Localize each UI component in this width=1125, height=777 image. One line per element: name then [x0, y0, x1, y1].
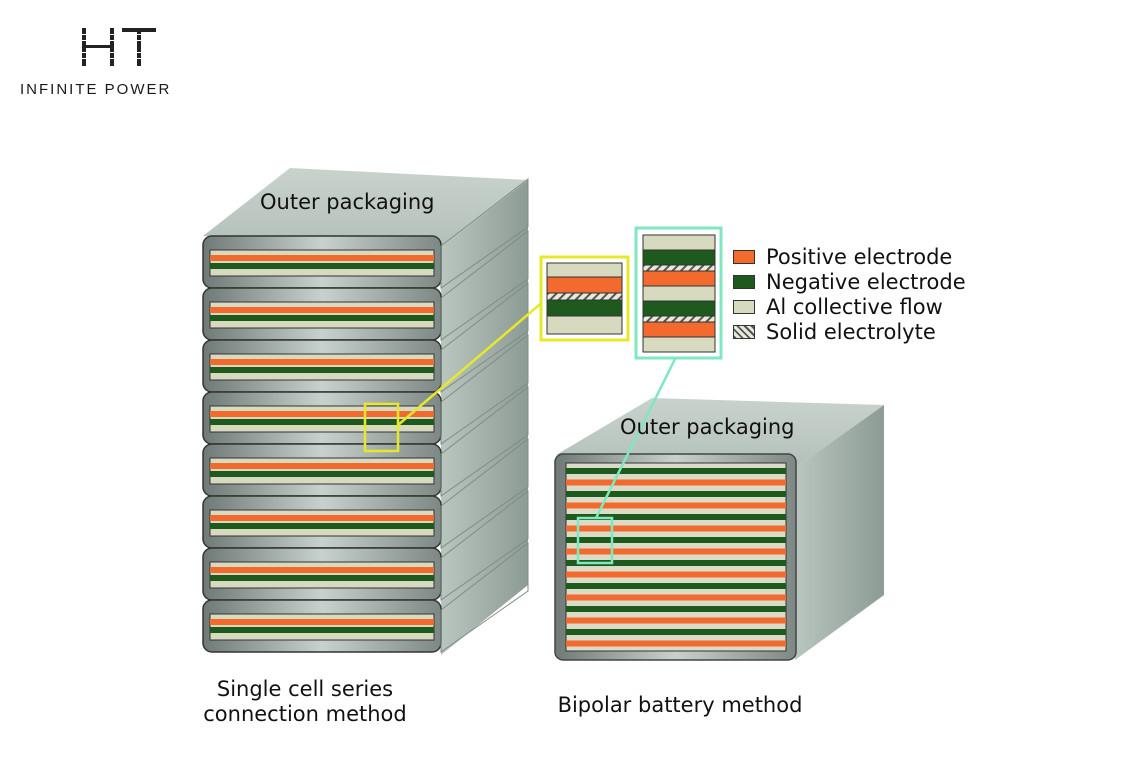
left-stack-top: [203, 168, 528, 247]
beige-swatch: [733, 299, 755, 314]
battery-cell: [202, 489, 529, 601]
legend-item: Al collective flow: [733, 294, 966, 319]
legend-item: Solid electrolyte: [733, 319, 966, 344]
cell-side-edge: [440, 333, 529, 445]
logo-tagline: INFINITE POWER: [20, 81, 172, 98]
ht-logo-mark: [80, 28, 160, 66]
cell-positive-layer: [210, 619, 434, 625]
bipolar-negative-layer: [566, 560, 786, 566]
legend-label: Al collective flow: [766, 294, 943, 319]
battery-cell: [202, 281, 529, 393]
cell-negative-layer: [210, 471, 434, 477]
single-cell-marker: [363, 402, 400, 453]
bipolar-negative-layer: [566, 537, 786, 543]
bipolar-negative-layer: [566, 491, 786, 497]
cell-negative-layer: [210, 575, 434, 581]
legend: Positive electrode Negative electrode Al…: [733, 244, 966, 344]
caption-line: connection method: [203, 702, 407, 726]
green-swatch: [733, 274, 755, 289]
legend-item: Negative electrode: [733, 269, 966, 294]
cell-negative-layer: [210, 627, 434, 633]
bipolar-positive-layer: [566, 640, 786, 647]
caption-line: Single cell series: [216, 677, 394, 701]
bipolar-positive-layer: [566, 525, 786, 532]
battery-cell: [202, 541, 529, 653]
bipolar-layers: [566, 468, 786, 647]
cell-negative-layer: [210, 315, 434, 321]
right-block-top: [556, 398, 884, 468]
cell-side-edge: [440, 385, 529, 497]
cell-positive-layer: [210, 255, 434, 261]
legend-label: Positive electrode: [766, 244, 953, 269]
orange-swatch: [733, 249, 755, 264]
bipolar-callout: [576, 226, 723, 565]
battery-cell: [202, 437, 529, 549]
outer-packaging-label-right: Outer packaging: [620, 415, 795, 439]
cell-negative-layer: [210, 263, 434, 269]
bipolar-positive-layer: [566, 571, 786, 578]
outer-packaging-label-left: Outer packaging: [260, 190, 435, 214]
right-block-side: [795, 405, 884, 660]
bipolar-negative-layer: [566, 514, 786, 520]
cell-negative-layer: [210, 523, 434, 529]
cell-side-edge: [440, 177, 529, 289]
caption-bipolar: Bipolar battery method: [530, 693, 830, 718]
cell-side-edge: [440, 541, 529, 653]
cell-positive-layer: [210, 411, 434, 417]
bipolar-positive-layer: [566, 548, 786, 555]
cell-side-edge: [440, 229, 529, 341]
left-stack-side: [441, 180, 528, 655]
bipolar-positive-layer: [566, 502, 786, 509]
cell-layers: [202, 177, 529, 653]
legend-label: Negative electrode: [766, 269, 966, 294]
cell-positive-layer: [210, 463, 434, 469]
cell-side-edge: [440, 489, 529, 601]
cell-positive-layer: [210, 567, 434, 573]
cell-side-edge: [440, 281, 529, 393]
caption-line: Bipolar battery method: [557, 693, 803, 717]
cell-positive-layer: [210, 307, 434, 313]
hatched-swatch: [733, 324, 755, 339]
bipolar-negative-layer: [566, 583, 786, 589]
cell-positive-layer: [210, 515, 434, 521]
bipolar-marker: [576, 516, 614, 565]
legend-label: Solid electrolyte: [766, 319, 936, 344]
bipolar-negative-layer: [566, 629, 786, 635]
single-cell-stack: [202, 168, 529, 655]
bipolar-positive-layer: [566, 594, 786, 601]
bipolar-positive-layer: [566, 479, 786, 486]
battery-cell: [202, 229, 529, 341]
bipolar-negative-layer: [566, 606, 786, 612]
single-cell-callout: [363, 255, 630, 453]
bipolar-positive-layer: [566, 617, 786, 624]
caption-single-cell: Single cell series connection method: [180, 677, 430, 727]
cell-negative-layer: [210, 419, 434, 425]
cell-side-edge: [440, 437, 529, 549]
bipolar-block: [554, 398, 884, 661]
cell-positive-layer: [210, 359, 434, 365]
legend-item: Positive electrode: [733, 244, 966, 269]
bipolar-negative-layer: [566, 468, 786, 474]
battery-cell: [202, 177, 529, 289]
cell-negative-layer: [210, 367, 434, 373]
